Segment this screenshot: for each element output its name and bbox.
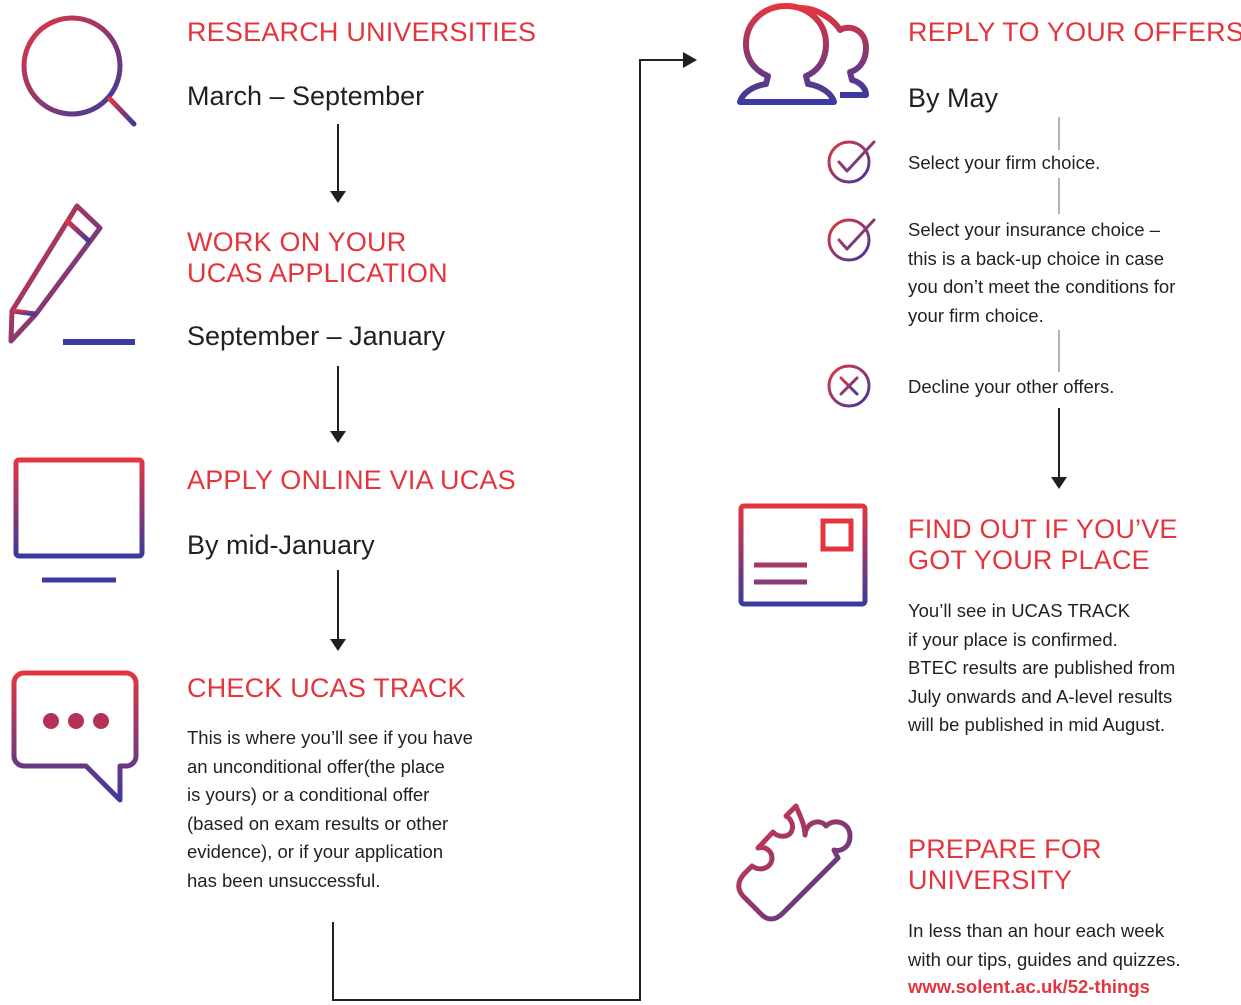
puzzle-piece-icon <box>736 803 853 922</box>
step-work-title-line2: UCAS APPLICATION <box>187 258 448 288</box>
step-apply-date: By mid-January <box>187 530 375 560</box>
arrow-research-to-work <box>330 124 346 203</box>
step-work-title-line1: WORK ON YOUR <box>187 227 407 257</box>
chat-bubble-icon <box>11 670 139 803</box>
step-apply-title: APPLY ONLINE VIA UCAS <box>187 465 516 495</box>
step-findout-title-line2: GOT YOUR PLACE <box>908 545 1150 575</box>
step-work-date: September – January <box>187 321 446 351</box>
arrow-work-to-apply <box>330 366 346 443</box>
postcard-icon <box>738 503 868 607</box>
step-reply-date: By May <box>908 83 999 113</box>
step-check-title: CHECK UCAS TRACK <box>187 673 466 703</box>
step-check-text: This is where you’ll see if you have an … <box>187 727 473 891</box>
magnifier-icon <box>21 15 137 127</box>
check-circle-icon <box>827 140 876 184</box>
website-link[interactable]: www.solent.ac.uk/52-things <box>908 976 1150 997</box>
step-prepare-title-line2: UNIVERSITY <box>908 865 1073 895</box>
step-prepare-title-line1: PREPARE FOR <box>908 834 1102 864</box>
pencil-icon <box>8 203 135 345</box>
check-circle-icon <box>827 218 876 262</box>
choice-decline-text: Decline your other offers. <box>908 376 1115 397</box>
choice-insurance-text: Select your insurance choice – this is a… <box>908 219 1176 326</box>
step-reply-title: REPLY TO YOUR OFFERS <box>908 17 1241 47</box>
users-icon <box>737 3 869 105</box>
step-findout-text: You’ll see in UCAS TRACK if your place i… <box>908 600 1176 735</box>
arrow-check-to-reply <box>332 52 697 1001</box>
step-research-title: RESEARCH UNIVERSITIES <box>187 17 537 47</box>
x-circle-icon <box>827 364 871 408</box>
step-research-date: March – September <box>187 81 425 111</box>
monitor-icon <box>13 457 145 583</box>
step-findout-title-line1: FIND OUT IF YOU’VE <box>908 514 1178 544</box>
step-prepare-text: In less than an hour each week with our … <box>908 920 1181 970</box>
arrow-apply-to-check <box>330 570 346 651</box>
arrow-reply-to-findout <box>1051 408 1067 489</box>
choice-firm-text: Select your firm choice. <box>908 152 1101 173</box>
